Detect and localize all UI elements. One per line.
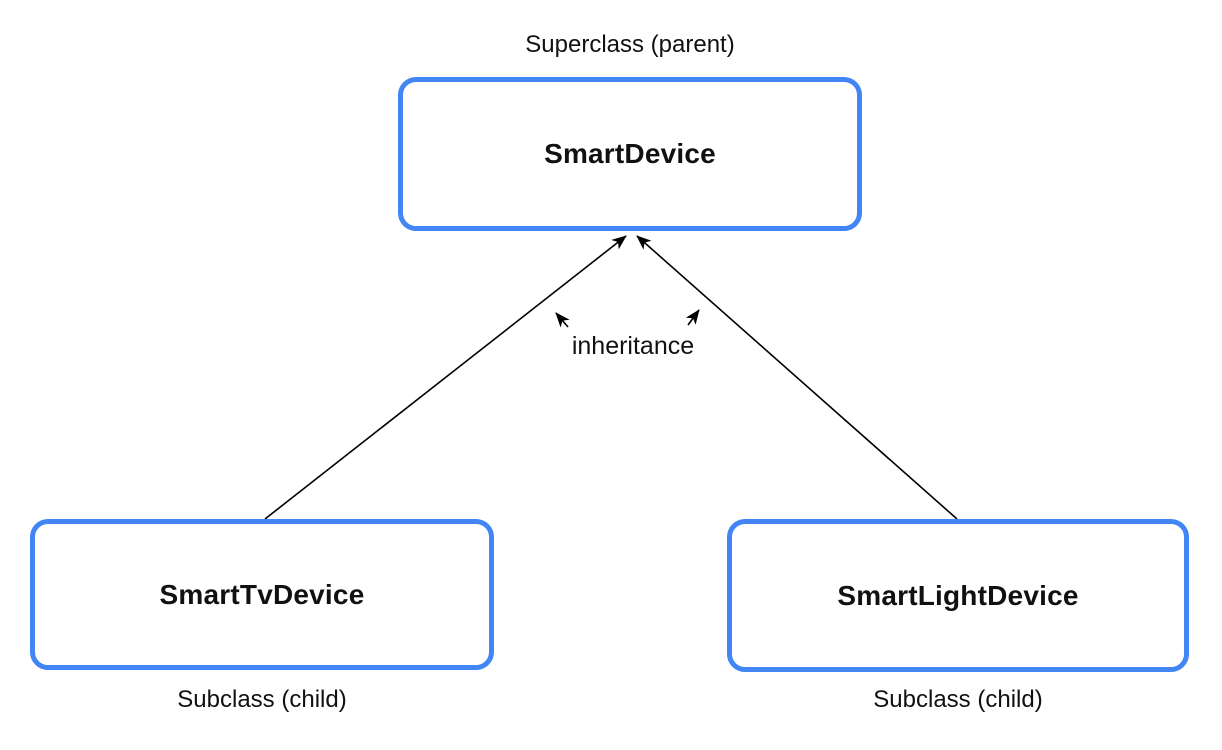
- subclass-tv-box: SmartTvDevice: [30, 519, 494, 670]
- superclass-caption: Superclass (parent): [525, 31, 735, 58]
- subclass-light-caption: Subclass (child): [873, 686, 1043, 713]
- label-pointer-arrow-right: [685, 309, 700, 326]
- subclass-tv-box-title: SmartTvDevice: [159, 578, 365, 610]
- superclass-box-title: SmartDevice: [544, 138, 716, 169]
- inheritance-arrow-right: [636, 235, 958, 520]
- subclass-tv-caption: Subclass (child): [177, 686, 347, 713]
- subclass-light-box-title: SmartLightDevice: [837, 579, 1079, 611]
- subclass-light-box: SmartLightDevice: [727, 519, 1189, 672]
- inheritance-arrow-left: [264, 235, 627, 520]
- label-pointer-arrow-left: [555, 312, 570, 328]
- inheritance-label: inheritance: [571, 332, 695, 360]
- superclass-box: SmartDevice: [398, 77, 862, 231]
